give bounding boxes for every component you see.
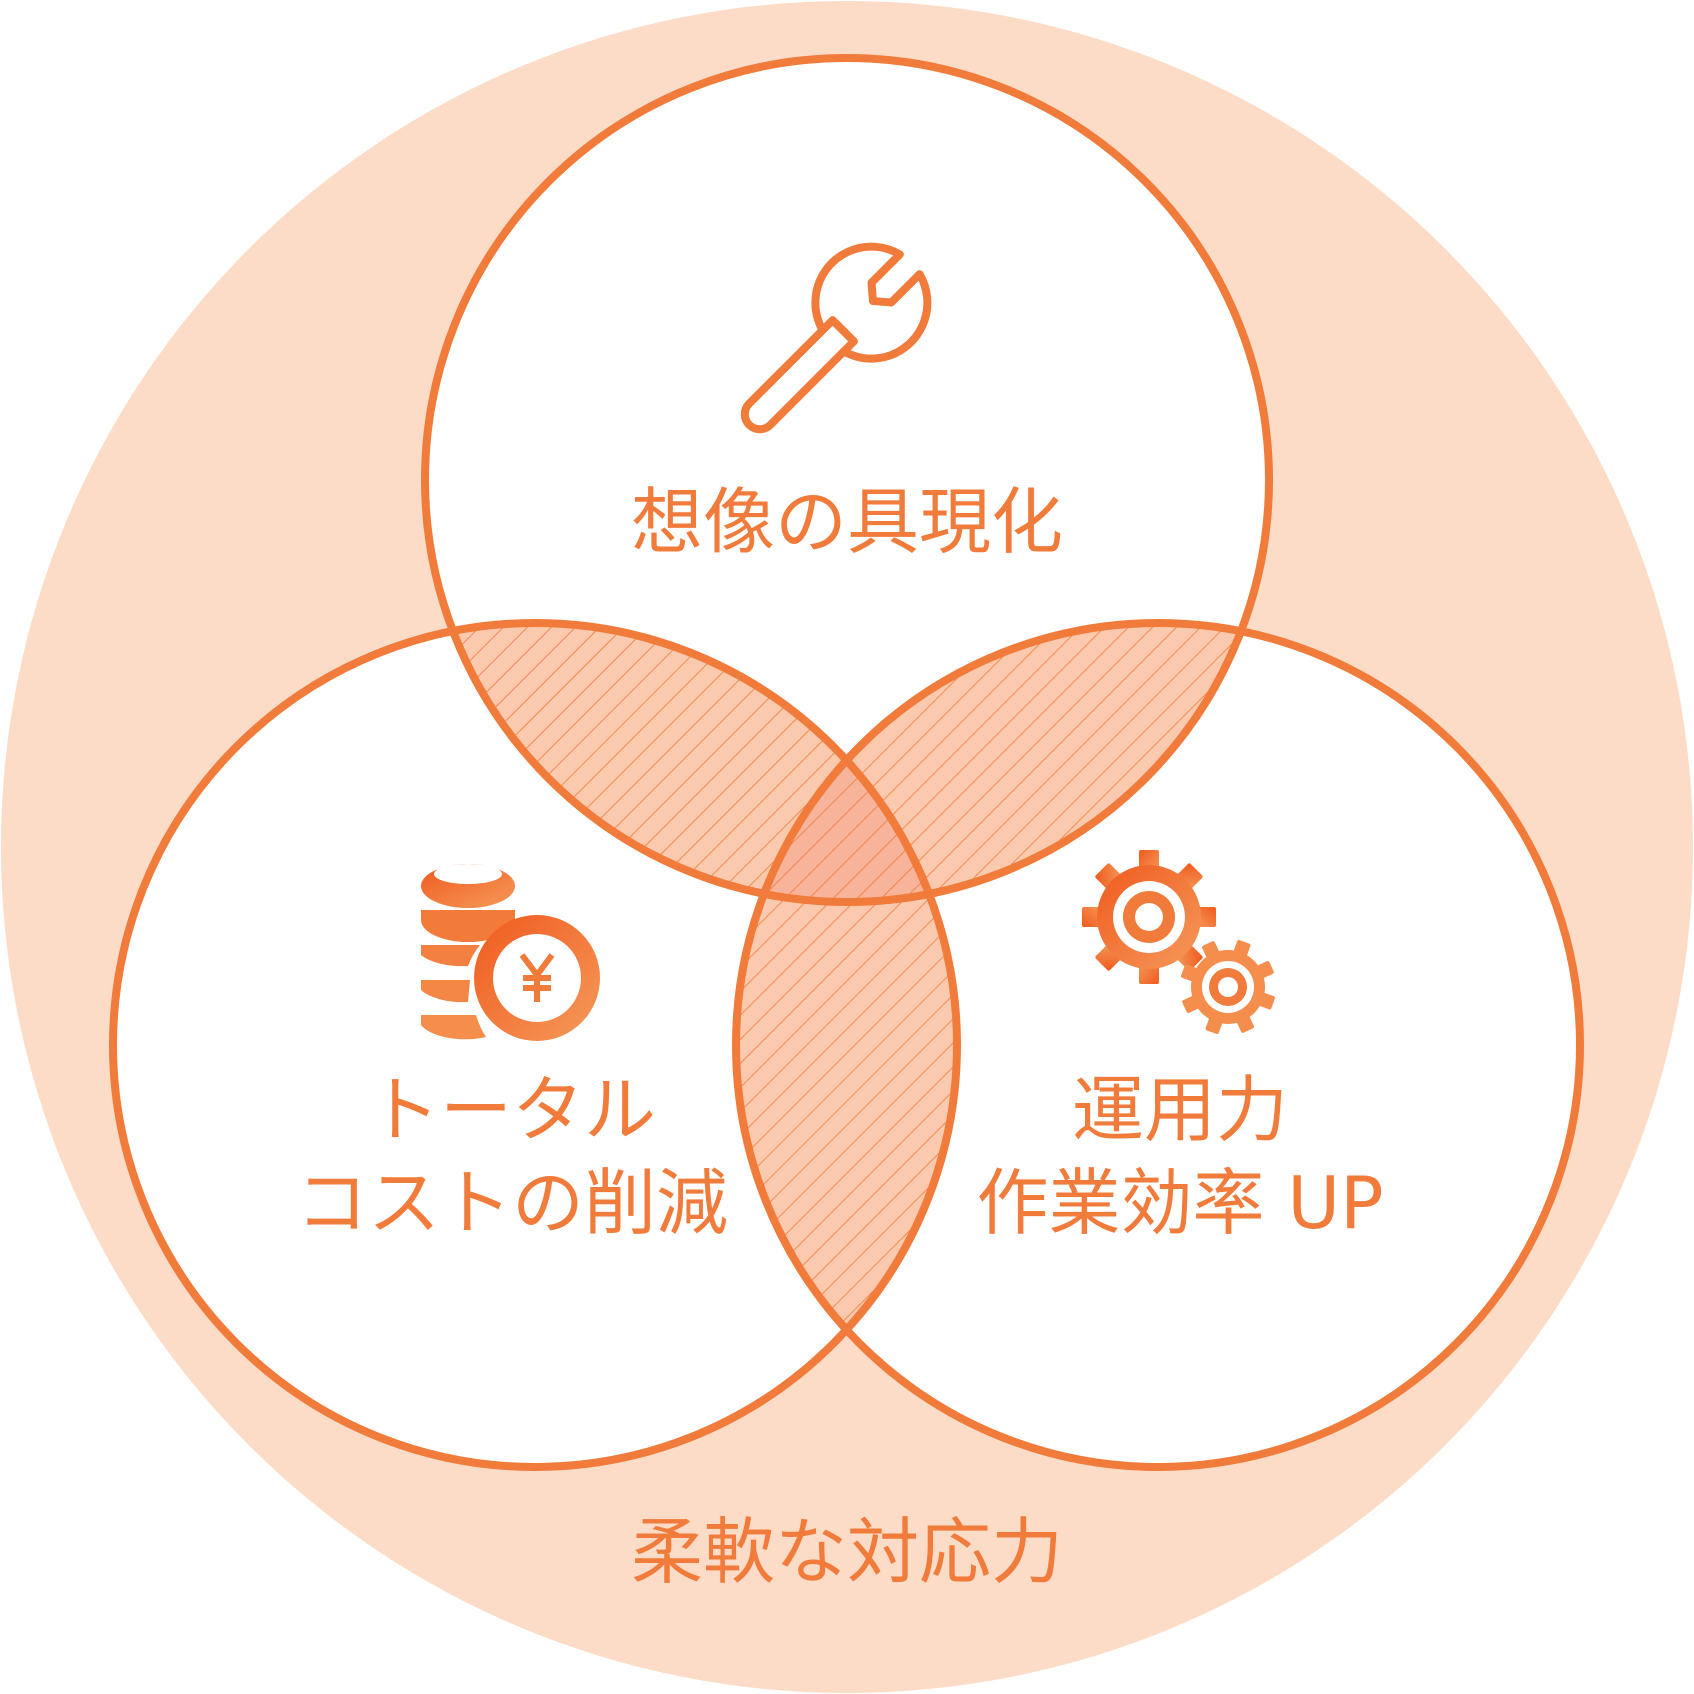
circle-top-outline [421, 54, 1273, 906]
circle-left-outline [109, 619, 961, 1471]
label-top: 想像の具現化 [631, 480, 1063, 564]
label-left-line1: トータル [368, 1068, 656, 1152]
overlap-top-right [736, 623, 1269, 902]
small-gear [1181, 940, 1275, 1034]
large-gear [1082, 850, 1216, 984]
overlap-top-left [425, 623, 957, 902]
circle-outlines [109, 54, 1584, 1471]
label-outer: 柔軟な対応力 [631, 1510, 1063, 1594]
label-right-line1: 運用力 [1072, 1068, 1288, 1152]
circle-right-outline [732, 619, 1584, 1471]
label-left-line2: コストの削減 [296, 1161, 728, 1245]
label-right-line2: 作業効率 UP [976, 1161, 1383, 1245]
gears-icon [1082, 850, 1275, 1034]
wrench-icon [740, 242, 932, 434]
coin-stack-yen-icon [421, 864, 600, 1041]
